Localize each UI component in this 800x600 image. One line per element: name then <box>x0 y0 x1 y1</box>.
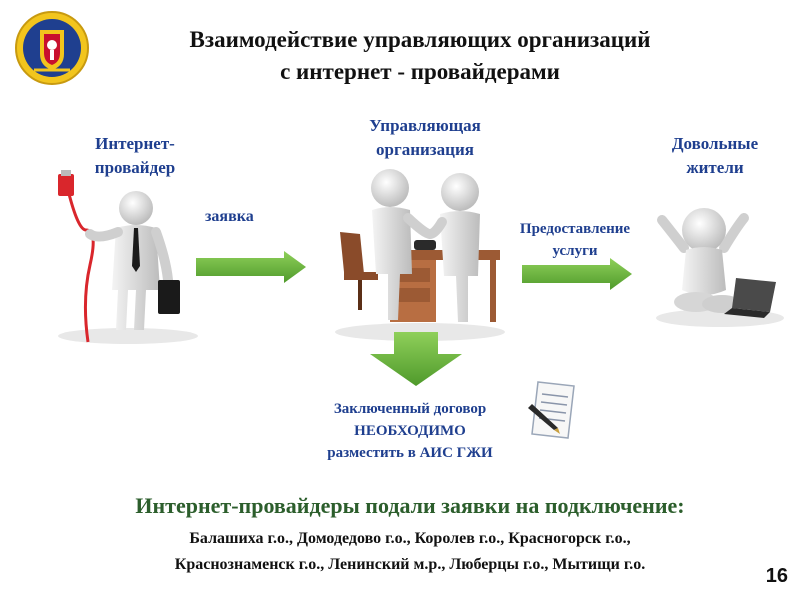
contract-note-line-2: НЕОБХОДИМО <box>354 423 466 439</box>
page-number: 16 <box>765 565 788 587</box>
service-label-line-1: Предоставление <box>519 221 631 237</box>
request-arrow-icon <box>196 251 306 283</box>
contract-note: Заключенный договор НЕОБХОДИМО разместит… <box>290 398 530 464</box>
management-label-line-2: организация <box>376 140 474 159</box>
service-label-line-2: услуги <box>552 243 598 259</box>
title-line-2: с интернет - провайдерами <box>280 59 560 84</box>
summary-line-1: Балашиха г.о., Домодедово г.о., Королев … <box>189 530 631 547</box>
service-arrow-label: Предоставление услуги <box>495 218 655 262</box>
provider-label-line-1: Интернет- <box>95 134 175 153</box>
provider-label: Интернет- провайдер <box>70 132 200 180</box>
handshake-figure-icon <box>330 162 505 342</box>
residents-label-line-1: Довольные <box>671 134 759 153</box>
happy-figure-icon <box>652 190 787 330</box>
title-line-1: Взаимодействие управляющих организаций <box>189 27 651 52</box>
provider-label-line-2: провайдер <box>94 158 176 177</box>
residents-label-line-2: жители <box>686 158 744 177</box>
emblem-icon <box>14 10 90 86</box>
contract-note-line-1: Заключенный договор <box>333 401 487 417</box>
contract-note-line-3: разместить в АИС ГЖИ <box>327 445 493 461</box>
residents-label: Довольные жители <box>645 132 785 180</box>
management-label-line-1: Управляющая <box>369 116 481 135</box>
summary-line-2: Краснознаменск г.о., Ленинский м.р., Люб… <box>174 556 646 573</box>
provider-figure-icon <box>38 170 198 345</box>
summary-heading: Интернет-провайдеры подали заявки на под… <box>135 493 685 518</box>
contract-document-icon <box>524 378 588 442</box>
page-title: Взаимодействие управляющих организаций с… <box>130 24 710 88</box>
service-arrow-icon <box>522 258 632 290</box>
down-arrow-icon <box>370 332 462 386</box>
request-arrow-label: заявка <box>205 208 254 225</box>
management-label: Управляющая организация <box>335 114 515 162</box>
